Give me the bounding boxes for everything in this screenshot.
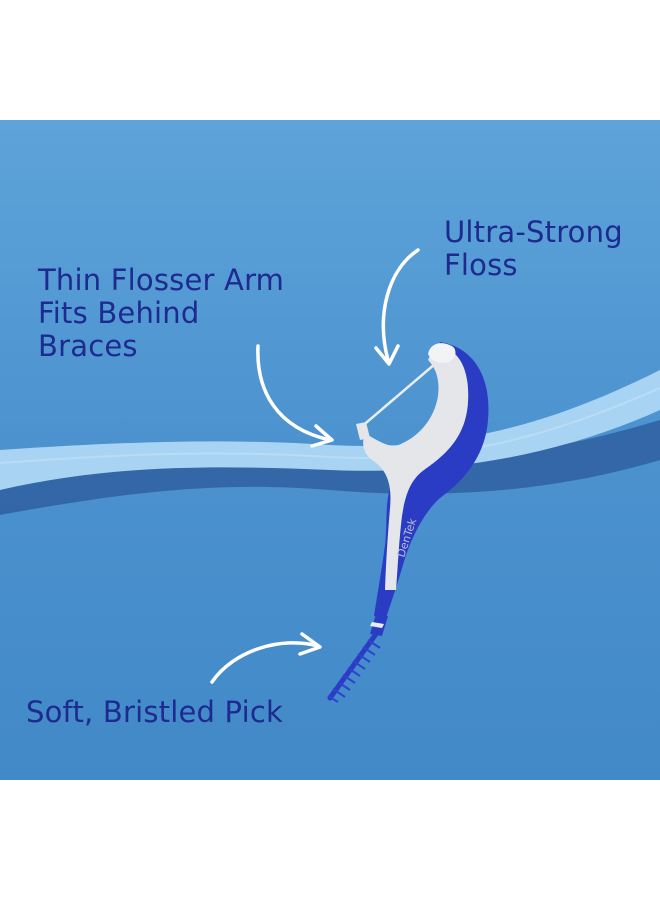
callout-floss-line1: Ultra-Strong: [444, 215, 623, 249]
flosser-pick-image: DenTek: [210, 248, 489, 703]
callout-arm-line2: Fits Behind: [38, 296, 200, 330]
arrow-to-arm: [256, 344, 332, 442]
floss-string: [359, 357, 443, 429]
pick-bristles: [327, 639, 381, 703]
callout-bristled-pick: Soft, Bristled Pick: [26, 696, 283, 729]
light-wave: [0, 370, 660, 490]
callout-thin-flosser-arm: Thin Flosser Arm Fits Behind Braces: [38, 264, 284, 363]
background-waves: [0, 120, 660, 780]
callout-arm-line3: Braces: [38, 329, 138, 363]
callout-floss-line2: Floss: [444, 248, 518, 282]
handle-grey-arm: [363, 346, 469, 590]
callout-ultra-strong-floss: Ultra-Strong Floss: [444, 216, 623, 282]
flosser-arm-tip: [356, 422, 370, 440]
arrow-to-pick: [210, 641, 320, 684]
arrow-to-floss: [381, 248, 420, 362]
product-image-panel: DenTek: [0, 120, 660, 780]
pick-shaft: [327, 631, 379, 701]
handle-top-cap: [428, 343, 456, 363]
callout-arm-line1: Thin Flosser Arm: [38, 263, 285, 297]
callout-pick-line1: Soft, Bristled Pick: [26, 695, 283, 729]
